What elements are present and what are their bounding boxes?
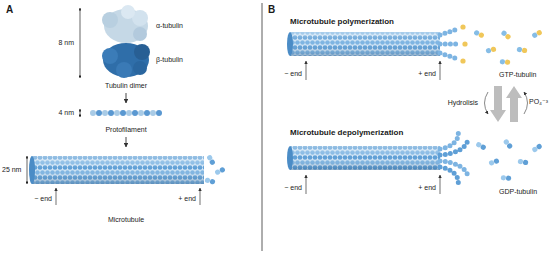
depolymerizing-microtubule — [287, 131, 543, 185]
dimension-arrow — [80, 109, 81, 117]
tubulin-dimer — [102, 5, 150, 78]
dimension-label: 4 nm — [58, 109, 74, 117]
species-label: GTP-tubulin — [499, 71, 536, 79]
end-label: − end — [284, 184, 302, 192]
end-label: − end — [34, 195, 52, 203]
process-label: Hydrolisis — [448, 99, 478, 107]
subunit-label: α-tubulin — [156, 22, 183, 30]
panel-letter: A — [6, 4, 13, 16]
end-label: − end — [284, 70, 302, 78]
end-pointer — [200, 188, 201, 205]
dimer-group: Tubulin dimer — [92, 6, 160, 90]
protofilament-beads — [90, 110, 162, 116]
subunit-label: β-tubulin — [156, 56, 183, 64]
end-pointer — [440, 175, 441, 194]
end-label: + end — [418, 184, 436, 192]
panel-letter: B — [268, 4, 275, 16]
end-pointer — [306, 175, 307, 194]
end-pointer — [440, 61, 441, 80]
end-pointer — [306, 61, 307, 80]
flow-arrow — [126, 93, 127, 103]
section-title: Microtubule depolymerization — [290, 128, 403, 137]
dimension-arrow — [80, 8, 81, 78]
end-pointer — [56, 188, 57, 205]
species-label: GDP-tubulin — [499, 188, 537, 196]
microtubule-group: Microtubule — [28, 150, 224, 224]
exchange-arrows — [485, 86, 528, 122]
figure-caption: Protofilament — [105, 126, 146, 134]
end-label: + end — [178, 195, 196, 203]
flow-arrow — [126, 137, 127, 147]
panel-divider — [262, 3, 263, 251]
dimension-arrow — [27, 156, 28, 184]
product-label: PO₄⁻³ — [529, 98, 548, 106]
protofilament-group: Protofilament — [88, 106, 164, 134]
section-title: Microtubule polymerization — [290, 17, 394, 26]
figure-caption: Tubulin dimer — [105, 82, 147, 90]
figure-caption: Microtubule — [108, 216, 144, 224]
dimension-label: 8 nm — [58, 39, 74, 47]
end-label: + end — [418, 70, 436, 78]
dimension-label: 25 nm — [2, 166, 21, 174]
polymerizing-microtubule — [287, 24, 543, 65]
microtubule-cylinder — [29, 154, 226, 185]
